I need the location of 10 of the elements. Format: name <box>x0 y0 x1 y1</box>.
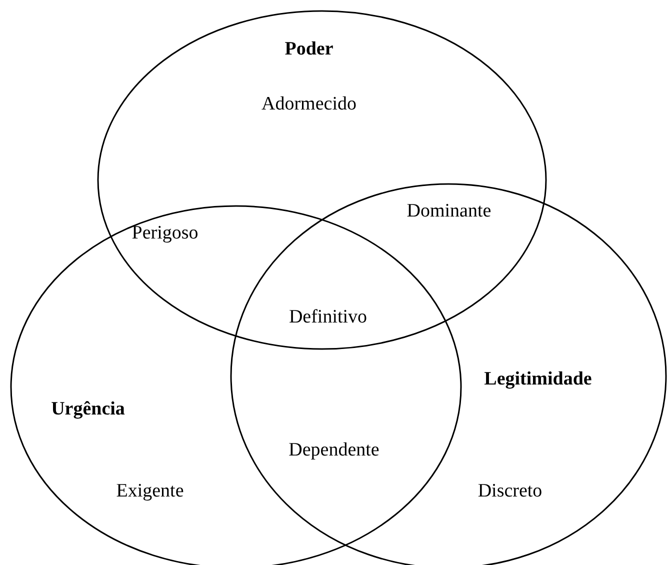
region-label: Adormecido <box>262 94 356 116</box>
set-heading: Urgência <box>51 400 125 420</box>
region-label: Exigente <box>116 482 184 502</box>
region-label: Perigoso <box>132 224 198 244</box>
region-label: Dependente <box>288 440 380 462</box>
set-heading: Legitimidade <box>484 370 592 390</box>
region-label: Discreto <box>478 482 542 502</box>
region-label: Dominante <box>406 202 492 222</box>
region-label: Definitivo <box>288 308 368 328</box>
set-heading: Poder <box>284 40 334 60</box>
